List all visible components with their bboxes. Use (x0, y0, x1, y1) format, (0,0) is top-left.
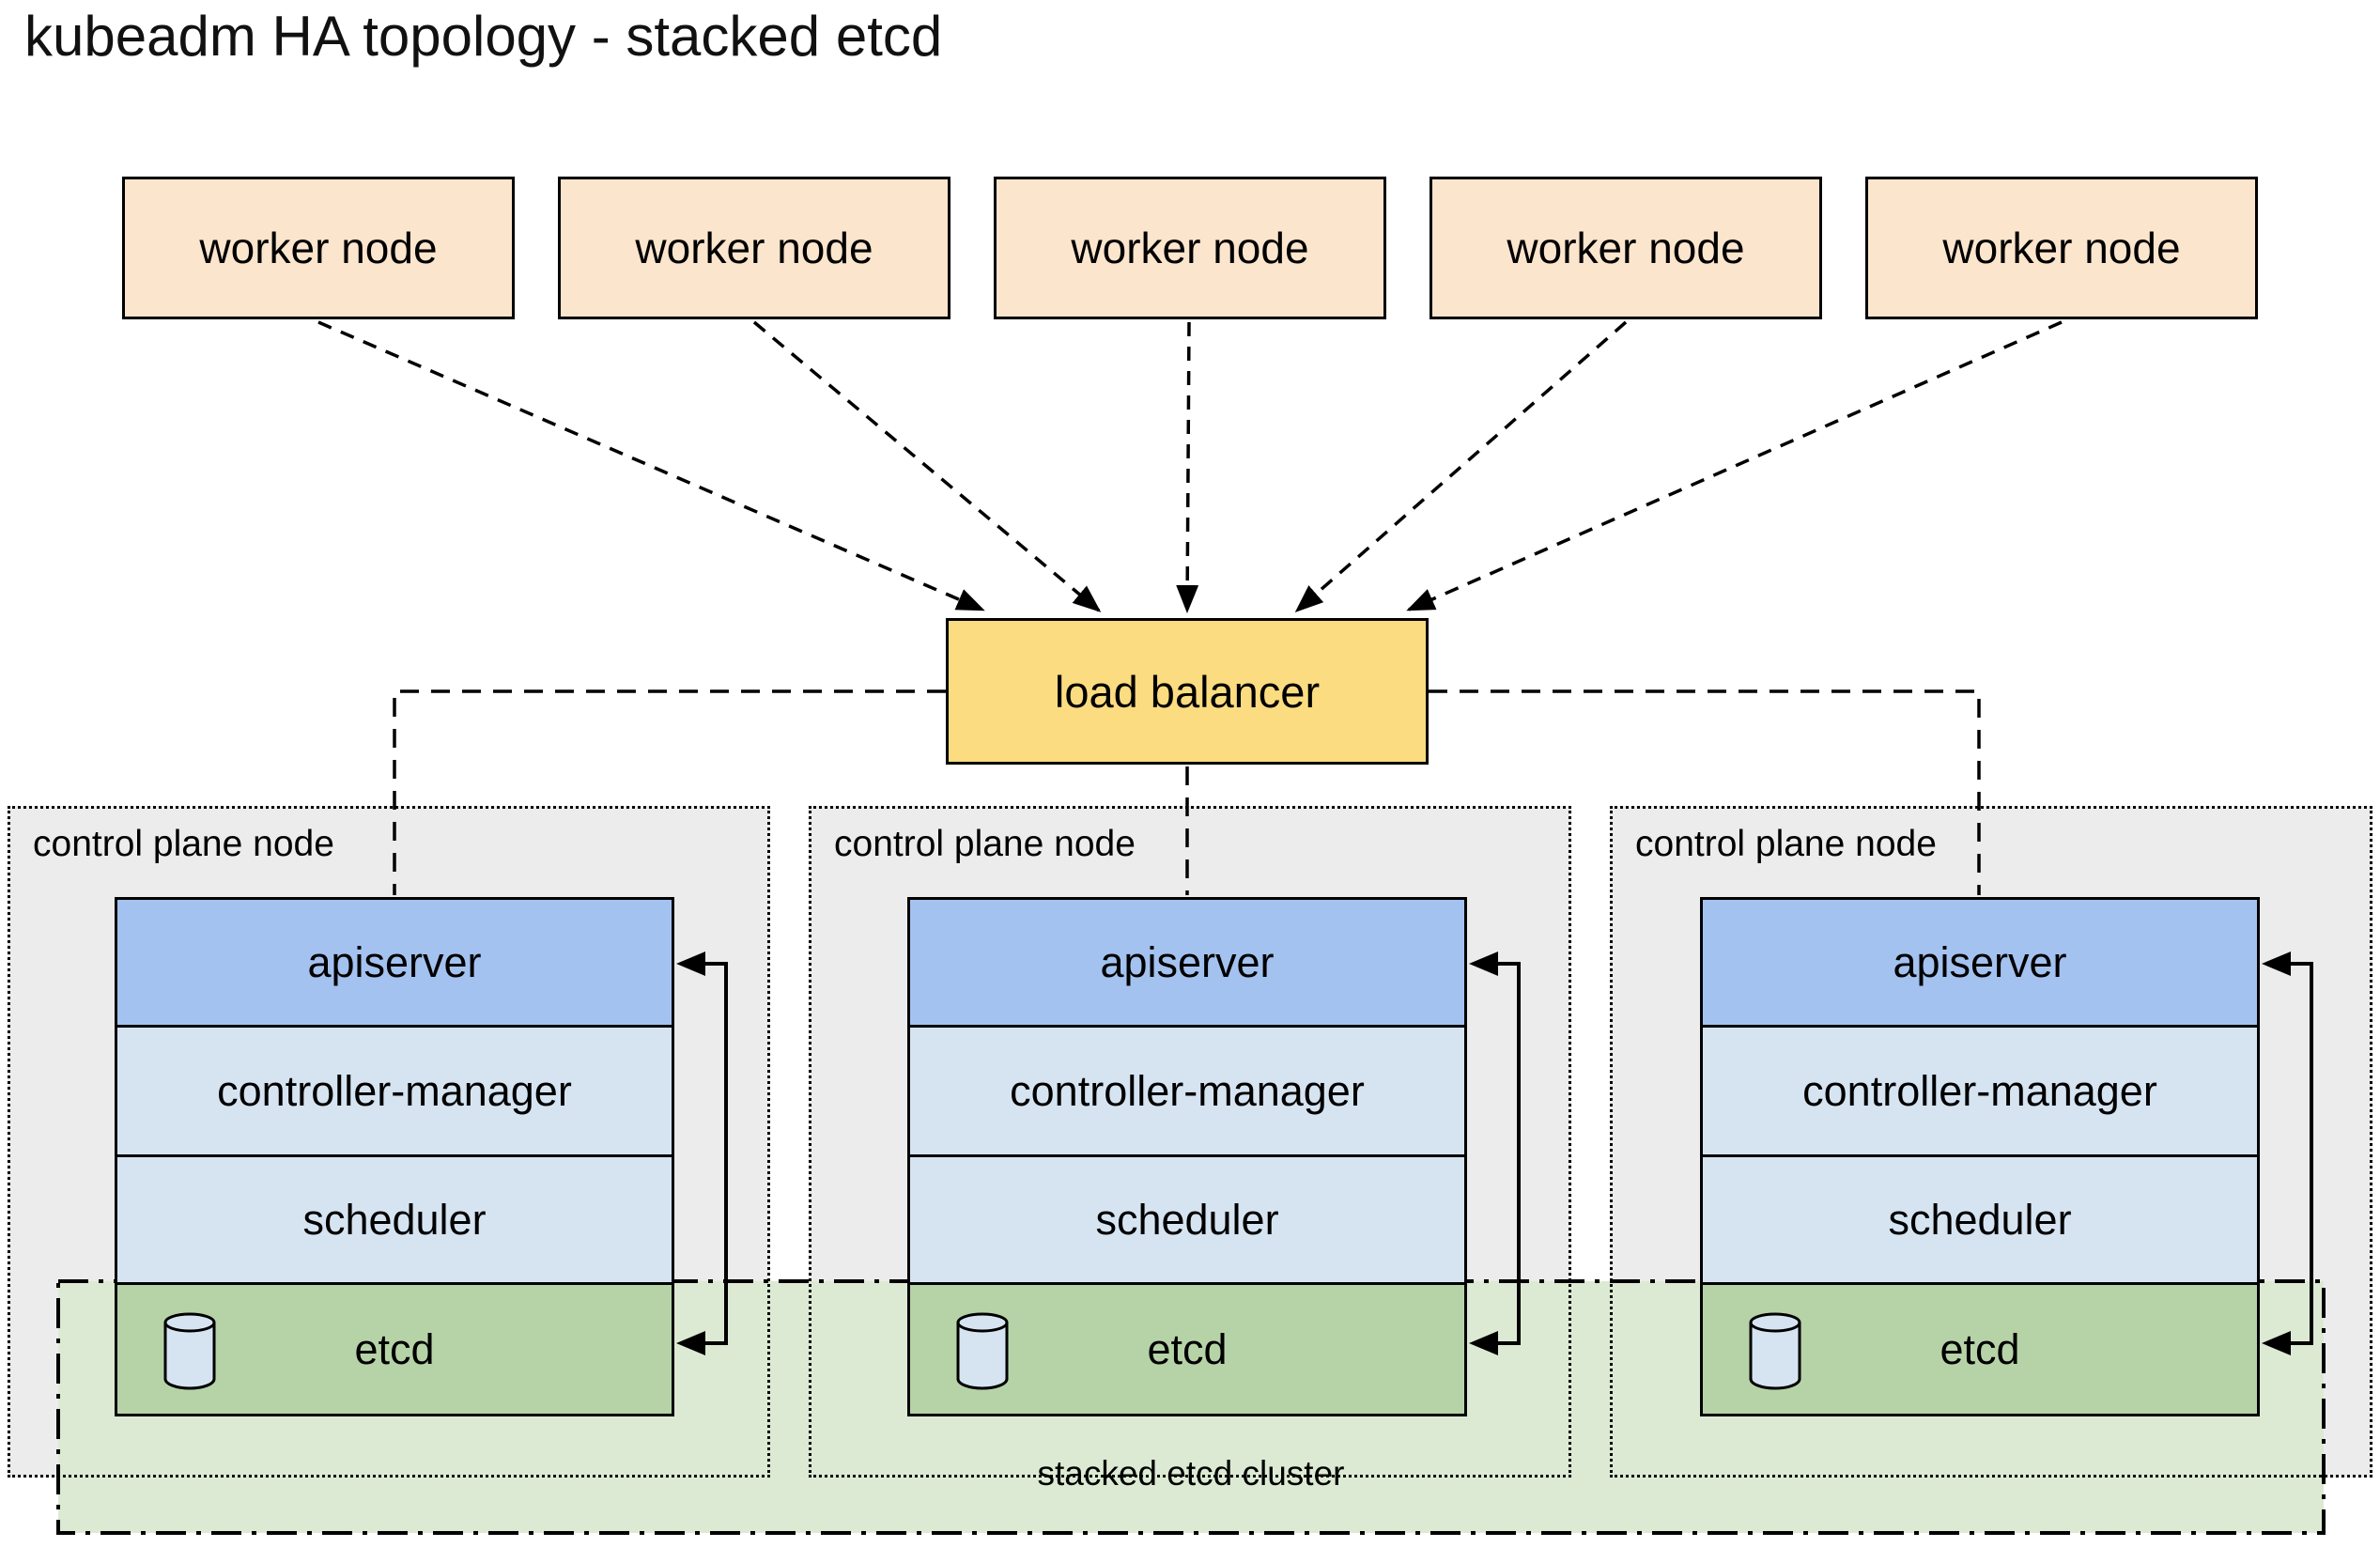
etcd-label: etcd (1147, 1324, 1228, 1373)
controller-manager-box: controller-manager (115, 1025, 674, 1157)
control-plane-node-label: control plane node (834, 824, 1136, 864)
control-plane-node-label: control plane node (33, 824, 334, 864)
etcd-label: etcd (354, 1324, 435, 1373)
controller-manager-box: controller-manager (1700, 1025, 2260, 1157)
worker-node-box-1: worker node (122, 177, 515, 319)
worker-node-box-2: worker node (558, 177, 950, 319)
control-plane-node-frame-1: control plane node (8, 806, 770, 1478)
worker-node-box-3: worker node (994, 177, 1386, 319)
etcd-box: etcd (115, 1282, 674, 1416)
etcd-box: etcd (1700, 1282, 2260, 1416)
apiserver-box: apiserver (907, 897, 1467, 1028)
apiserver-box: apiserver (1700, 897, 2260, 1028)
stacked-etcd-cluster-label: stacked etcd cluster (1037, 1454, 1345, 1493)
database-cylinder-icon (956, 1312, 1009, 1390)
scheduler-box: scheduler (115, 1154, 674, 1285)
etcd-box: etcd (907, 1282, 1467, 1416)
scheduler-box: scheduler (907, 1154, 1467, 1285)
diagram-title: kubeadm HA topology - stacked etcd (24, 5, 943, 68)
control-plane-node-label: control plane node (1635, 824, 1937, 864)
scheduler-box: scheduler (1700, 1154, 2260, 1285)
controller-manager-box: controller-manager (907, 1025, 1467, 1157)
apiserver-box: apiserver (115, 897, 674, 1028)
worker-node-box-5: worker node (1865, 177, 2258, 319)
worker-node-box-4: worker node (1430, 177, 1822, 319)
load-balancer-box: load balancer (946, 618, 1429, 765)
database-cylinder-icon (163, 1312, 216, 1390)
database-cylinder-icon (1749, 1312, 1801, 1390)
etcd-label: etcd (1940, 1324, 2020, 1373)
